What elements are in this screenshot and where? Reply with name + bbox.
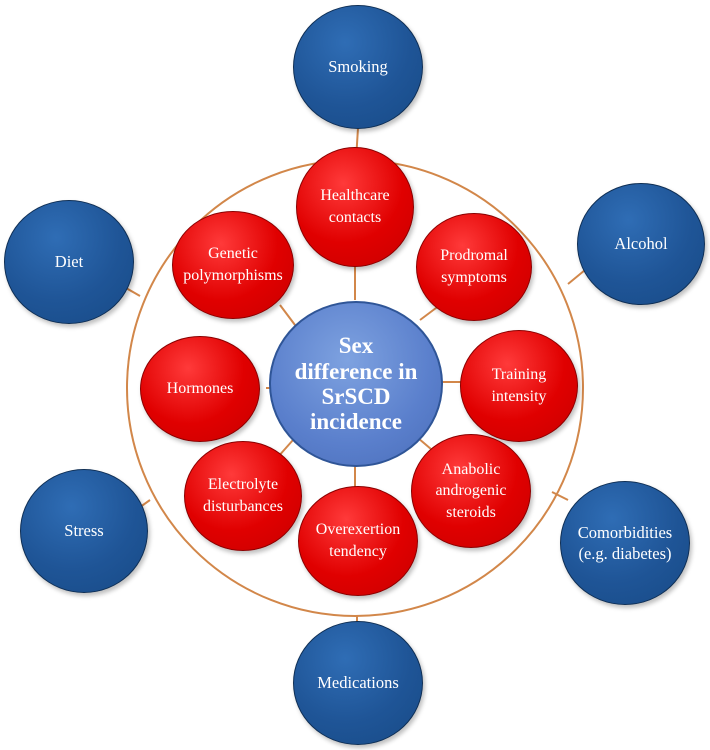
connector-diet (125, 287, 141, 297)
inner-node-hormones: Hormones (140, 336, 260, 442)
outer-node-stress: Stress (20, 469, 148, 593)
inner-node-label: Prodromal symptoms (440, 247, 508, 286)
inner-node-label: Electrolyte disturbances (203, 476, 283, 515)
inner-node-label: Healthcare contacts (320, 187, 390, 226)
inner-node-label: Genetic polymorphisms (183, 245, 283, 284)
inner-node-label: Overexertion tendency (315, 521, 401, 560)
outer-node-medications: Medications (293, 621, 423, 745)
inner-node-electrolyte-disturbances: Electrolyte disturbances (184, 441, 302, 551)
inner-node-healthcare-contacts: Healthcare contacts (296, 147, 414, 267)
inner-node-training-intensity: Training intensity (460, 330, 578, 442)
outer-node-label: Alcohol (614, 234, 668, 254)
inner-node-overexertion-tendency: Overexertion tendency (298, 486, 418, 596)
outer-node-smoking: Smoking (293, 5, 423, 129)
inner-node-label: Anabolic androgenic steroids (435, 460, 507, 521)
inner-node-label: Training intensity (491, 366, 547, 405)
outer-node-label: Comorbidities (e.g. diabetes) (577, 522, 673, 563)
inner-node-prodromal-symptoms: Prodromal symptoms (416, 213, 532, 321)
inner-node-genetic-polymorphisms: Genetic polymorphisms (172, 211, 294, 319)
connector-genetic (279, 304, 296, 326)
outer-node-comorbidities: Comorbidities (e.g. diabetes) (560, 481, 690, 605)
connector-comorbidities (551, 491, 569, 501)
outer-node-label: Medications (317, 673, 399, 693)
outer-node-label: Diet (54, 252, 84, 272)
inner-node-anabolic-androgenic-steroids: Anabolic androgenic steroids (411, 434, 531, 548)
inner-node-label: Hormones (166, 380, 234, 398)
connector-alcohol (567, 269, 586, 285)
outer-node-label: Stress (64, 521, 104, 541)
outer-node-diet: Diet (4, 200, 134, 324)
center-label: Sex difference in SrSCD incidence (294, 333, 418, 435)
outer-node-alcohol: Alcohol (577, 183, 705, 305)
center-node: Sex difference in SrSCD incidence (269, 301, 443, 467)
outer-node-label: Smoking (328, 57, 388, 77)
